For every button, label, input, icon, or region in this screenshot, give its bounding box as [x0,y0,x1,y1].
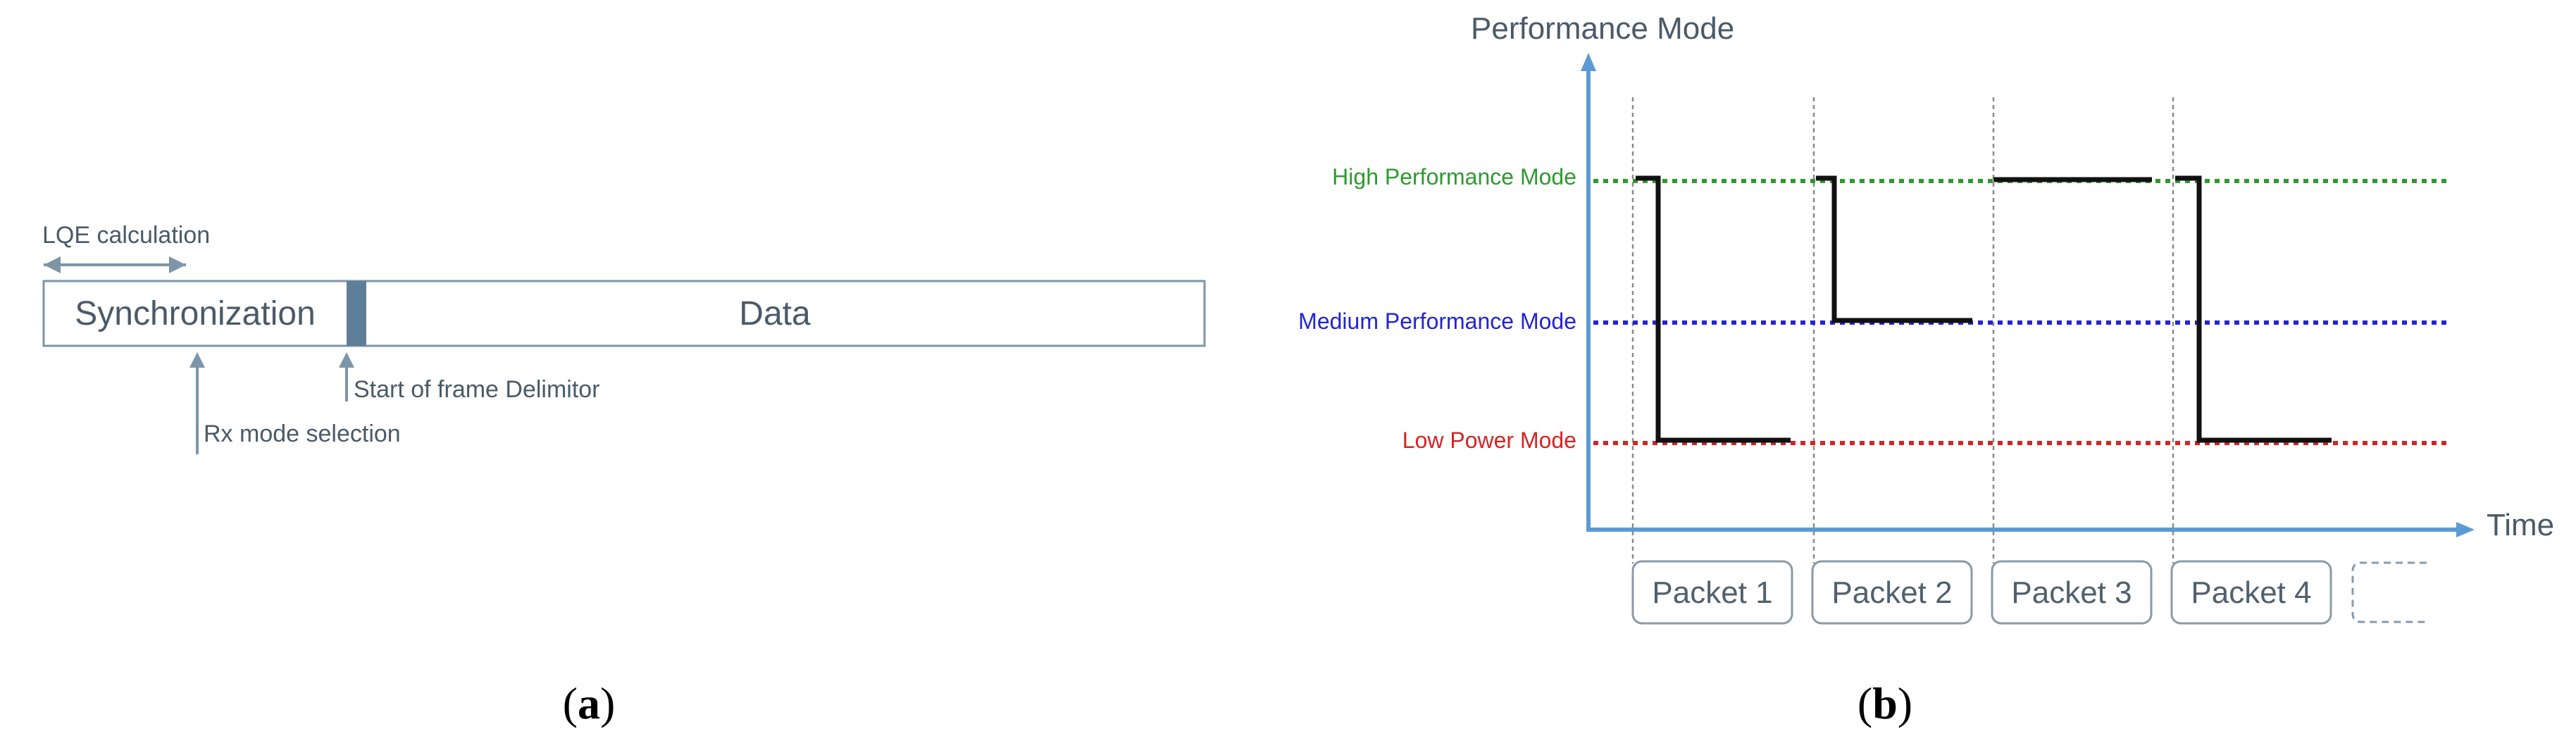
next-packet-placeholder [2351,561,2427,623]
lqe-calculation-label: LQE calculation [42,222,210,249]
caption-a: (a) [563,678,616,728]
x-axis-label: Time [2487,508,2554,542]
packet-1-mode-trace [1636,175,1791,443]
caption-b: (b) [1858,678,1912,728]
sfd-pointer-arrow [339,352,354,401]
panel-b: Performance Mode Time High Performance M… [1298,11,2554,728]
packet-4-box: Packet 4 [2170,560,2332,625]
synchronization-label: Synchronization [75,295,316,332]
packet-2-mode-trace [1816,175,1972,323]
low-power-mode-label: Low Power Mode [1402,428,1576,453]
packet-dividers [1631,97,2174,563]
y-axis-label: Performance Mode [1471,11,1734,46]
panel-a: LQE calculation Synchronization Data Sta… [42,222,1206,728]
packet-3-box: Packet 3 [1991,560,2153,625]
packet-4-mode-trace [2175,175,2332,443]
high-performance-mode-label: High Performance Mode [1332,164,1576,189]
packet-2-box: Packet 2 [1811,560,1973,625]
data-label: Data [739,295,811,332]
start-of-frame-delimiter-label: Start of frame Delimitor [354,376,600,403]
packet-2-label: Packet 2 [1831,575,1952,610]
lqe-span-arrow [44,256,186,273]
rx-mode-pointer-arrow [189,352,205,454]
packet-1-label: Packet 1 [1652,575,1772,610]
packet-3-label: Packet 3 [2011,575,2132,610]
start-of-frame-delimiter-bar [347,281,366,346]
packet-1-box: Packet 1 [1631,560,1793,625]
rx-mode-selection-label: Rx mode selection [204,420,401,447]
packet-4-label: Packet 4 [2191,575,2311,610]
medium-performance-mode-label: Medium Performance Mode [1298,308,1576,334]
frame-box [42,280,1206,347]
